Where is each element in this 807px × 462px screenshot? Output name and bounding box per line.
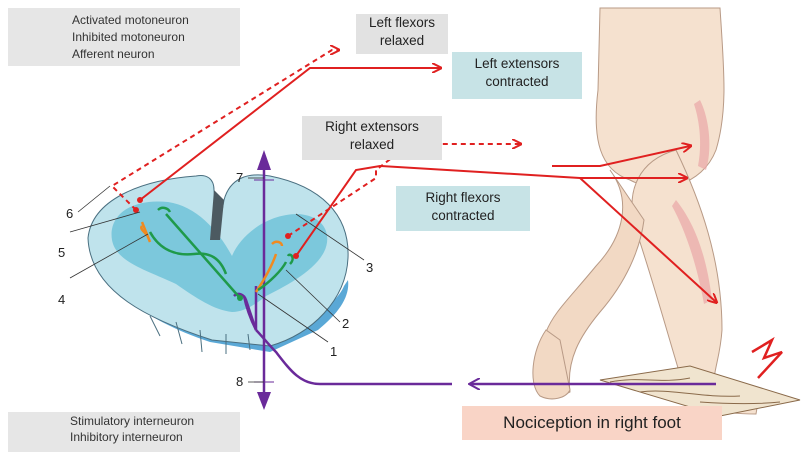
- label-number-7: 7: [236, 170, 243, 185]
- legend-inhibitory-label: Inhibitory interneuron: [70, 430, 183, 444]
- label-number-2: 2: [342, 316, 349, 331]
- legend-inhibited-label: Inhibited motoneuron: [72, 30, 185, 44]
- label-number-4: 4: [58, 292, 65, 307]
- legend-afferent-label: Afferent neuron: [72, 47, 155, 61]
- label-number-8: 8: [236, 374, 243, 389]
- legend-swatches: [14, 18, 62, 443]
- nociception-label: Nociception in right foot: [462, 406, 722, 440]
- label-number-5: 5: [58, 245, 65, 260]
- legend-stimulatory-label: Stimulatory interneuron: [70, 414, 194, 428]
- label-number-1: 1: [330, 344, 337, 359]
- legend-activated-label: Activated motoneuron: [72, 13, 189, 27]
- pain-bolt-icon: [752, 340, 782, 378]
- label-number-6: 6: [66, 206, 73, 221]
- label-number-3: 3: [366, 260, 373, 275]
